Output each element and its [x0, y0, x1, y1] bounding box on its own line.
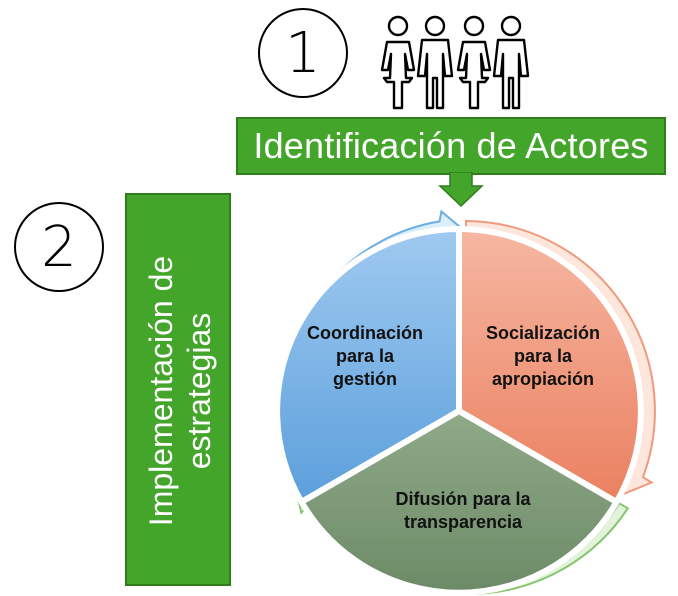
people-group-icon [380, 15, 530, 110]
strategy-banner-line2: estrategias [181, 312, 217, 470]
identification-banner: Identificación de Actores [236, 117, 666, 175]
diffusion-label-line1: Difusión para la [395, 489, 531, 509]
coordination-label-line1: Coordinación [307, 323, 423, 343]
socialization-segment [456, 226, 644, 505]
strategy-banner-line1: Implementación de [143, 255, 179, 527]
strategy-banner: Implementación de estrategias [125, 193, 231, 586]
cycle-diagram [274, 209, 656, 596]
diffusion-segment [298, 408, 620, 596]
coordination-label: Coordinación para la gestión [300, 322, 430, 391]
socialization-label-line1: Socialización [485, 323, 601, 343]
step-one-circle: 1 [258, 8, 348, 98]
coordination-label-line3: gestión [332, 369, 397, 389]
down-arrow-icon [438, 172, 484, 208]
coordination-segment [274, 226, 462, 505]
step-two-circle: 2 [14, 202, 104, 292]
socialization-label-line3: apropiación [491, 369, 594, 389]
person-icon [492, 15, 530, 110]
socialization-label: Socialización para la apropiación [470, 322, 616, 391]
person-icon [416, 15, 454, 110]
socialization-label-line2: para la [513, 346, 573, 366]
coordination-label-line2: para la [335, 346, 395, 366]
diffusion-label: Difusión para la transparencia [368, 488, 558, 534]
diffusion-label-line2: transparencia [403, 512, 523, 532]
person-icon [380, 15, 416, 110]
strategy-banner-text: Implementación de estrategias [142, 196, 218, 586]
person-icon [456, 15, 492, 110]
